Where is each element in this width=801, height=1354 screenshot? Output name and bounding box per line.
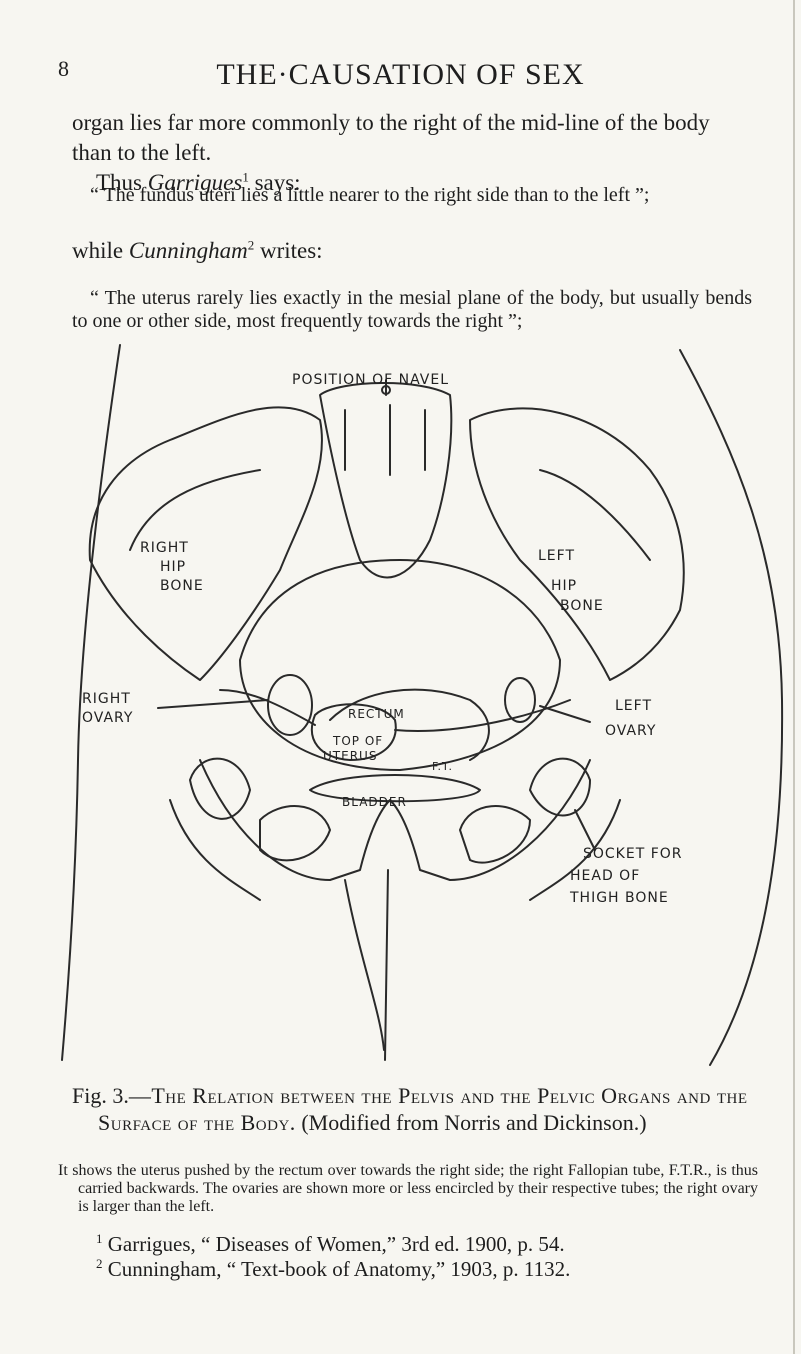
label-socket-1: SOCKET FOR	[583, 846, 683, 862]
label-top-of: TOP OF	[332, 734, 383, 748]
label-rectum: RECTUM	[348, 707, 405, 721]
sacrum	[319, 382, 453, 579]
left-obturator	[459, 805, 531, 864]
p2-pre: while	[72, 238, 129, 263]
page-edge	[793, 0, 795, 1354]
label-ft: F.T.	[432, 760, 453, 773]
label-socket-2: HEAD OF	[570, 868, 640, 884]
author-cunningham: Cunningham	[128, 238, 248, 263]
caption-source: (Modified from Norris and Dickinson.)	[301, 1110, 647, 1135]
label-left-hip-3: BONE	[560, 598, 604, 614]
label-navel: POSITION OF NAVEL	[292, 372, 449, 388]
pubic-arch	[199, 759, 591, 881]
page-number: 8	[58, 56, 69, 81]
pelvic-brim	[239, 559, 561, 771]
leader-left-ovary	[539, 705, 591, 723]
p1b-post: says:	[248, 170, 301, 195]
right-hip-bone	[88, 406, 323, 681]
footnote-1: 1 Garrigues, “ Diseases of Women,” 3rd e…	[96, 1232, 756, 1256]
left-ovary	[504, 677, 536, 723]
paragraph-1b: Thus Garrigues1 says:	[72, 168, 752, 198]
footnote-2: 2 Cunningham, “ Text-book of Anatomy,” 1…	[96, 1257, 756, 1281]
author-garrigues: Garrigues	[147, 170, 243, 195]
footnote-2-text: Cunningham, “ Text-book of Anatomy,” 190…	[107, 1257, 571, 1281]
label-right-ovary-2: OVARY	[82, 710, 133, 726]
label-left-ovary-1: LEFT	[615, 698, 652, 714]
label-socket-3: THIGH BONE	[569, 890, 669, 906]
left-acetabulum	[529, 757, 591, 817]
label-uterus: UTERUS	[323, 749, 377, 763]
left-fallopian-tube	[394, 699, 571, 732]
caption-line: Fig. 3.—The Relation between the Pelvis …	[72, 1082, 752, 1136]
description-text: It shows the uterus pushed by the rectum…	[58, 1162, 758, 1215]
p2-post: writes:	[254, 238, 323, 263]
running-head: THE·CAUSATION OF SEX	[216, 58, 585, 91]
footnote-1-mark: 1	[96, 1231, 103, 1246]
paragraph-1-text: organ lies far more commonly to the righ…	[72, 110, 710, 165]
rectum	[329, 688, 490, 761]
paragraph-2: while Cunningham2 writes:	[72, 236, 752, 266]
footnote-1-text: Garrigues, “ Diseases of Women,” 3rd ed.…	[107, 1232, 565, 1256]
left-hip-bone	[469, 407, 685, 681]
right-ovary	[267, 674, 313, 736]
label-left-hip-1: LEFT	[538, 548, 575, 564]
label-bladder: BLADDER	[342, 795, 407, 809]
figure-number: Fig. 3.	[72, 1083, 129, 1108]
label-left-hip-2: HIP	[551, 578, 577, 594]
body-outline-right	[679, 349, 784, 1066]
label-right-hip-1: RIGHT	[140, 540, 189, 556]
bladder	[309, 774, 481, 803]
label-right-hip-3: BONE	[160, 578, 204, 594]
right-obturator	[259, 805, 331, 862]
quote-cunningham: “ The uterus rarely lies exactly in the …	[72, 287, 752, 332]
leader-socket	[574, 809, 596, 851]
uterus	[310, 703, 397, 761]
footnote-2-mark: 2	[96, 1256, 103, 1271]
p1b-pre: Thus	[96, 170, 148, 195]
paragraph-1: organ lies far more commonly to the righ…	[72, 108, 752, 198]
label-right-hip-2: HIP	[160, 559, 186, 575]
leader-right-ovary	[157, 699, 269, 709]
midline	[384, 869, 389, 1061]
figure-description: It shows the uterus pushed by the rectum…	[58, 1162, 758, 1216]
right-acetabulum	[189, 757, 251, 820]
footnote-ref-1[interactable]: 1	[242, 169, 249, 185]
label-left-ovary-2: OVARY	[605, 723, 656, 739]
label-right-ovary-1: RIGHT	[82, 691, 131, 707]
body-outline-left	[61, 344, 121, 1061]
footnote-ref-2[interactable]: 2	[247, 237, 255, 253]
figure-caption: Fig. 3.—The Relation between the Pelvis …	[72, 1082, 752, 1136]
pelvis-diagram: POSITION OF NAVEL RIGHT HIP BONE LEFT HI…	[61, 344, 784, 1066]
quote-garrigues: “ The fundus uteri lies a little nearer …	[90, 184, 650, 206]
caption-title: —The Relation between the Pelvis and the…	[98, 1083, 748, 1135]
